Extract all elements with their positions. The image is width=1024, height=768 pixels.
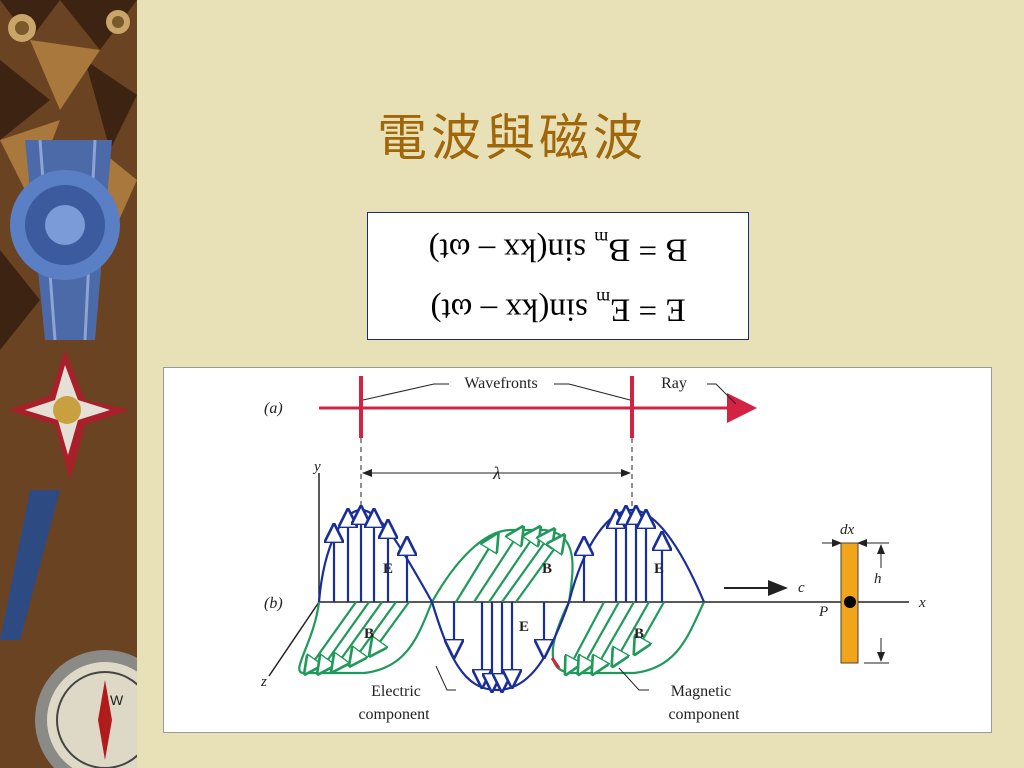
- wavefronts-label: Wavefronts: [464, 375, 537, 392]
- e-field-label: E: [383, 561, 393, 577]
- equation-e-lhs: E: [665, 291, 686, 328]
- point-p: [844, 596, 856, 608]
- magnetic-component-line2: component: [668, 706, 740, 723]
- part-a-label: (a): [264, 400, 283, 417]
- e-field-label: E: [519, 619, 529, 635]
- z-axis-label: z: [260, 674, 267, 690]
- equation-box: B = Bm sin(kx – ωt) E = Em sin(kx – ωt): [367, 212, 749, 340]
- equation-e-amplitude: E: [610, 291, 631, 328]
- equation-b-subscript: m: [594, 228, 609, 248]
- electric-component-line2: component: [358, 706, 430, 723]
- compass-icon: W: [35, 650, 137, 768]
- p-label: P: [818, 604, 828, 620]
- part-b-label: (b): [264, 595, 283, 612]
- magnetic-pointer: [618, 667, 649, 691]
- slide-title: 電波與磁波: [377, 109, 647, 167]
- b-field-label: B: [634, 626, 644, 642]
- lambda-label: λ: [492, 463, 501, 483]
- equation-b-amplitude: B: [608, 231, 631, 268]
- magnetic-field-equation: B = Bm sin(kx – ωt): [428, 228, 688, 268]
- b-field-label: B: [364, 626, 374, 642]
- c-label: c: [798, 580, 805, 596]
- wavefront-pointer: [362, 383, 449, 401]
- medal-icon: [8, 170, 130, 480]
- electric-field-equation: E = Em sin(kx – ωt): [430, 288, 686, 328]
- wavefront-pointer: [554, 383, 631, 401]
- em-wave-figure: (a) Wavefronts Ray λ (b) y x z: [163, 367, 992, 733]
- electric-component-line1: Electric: [371, 683, 421, 700]
- electric-field-arrows: [334, 514, 662, 684]
- e-field-label: E: [654, 561, 664, 577]
- equation-e-subscript: m: [596, 288, 611, 308]
- z-axis: [268, 601, 320, 677]
- magnetic-field-arrows: [309, 533, 665, 668]
- x-axis-label: x: [918, 595, 926, 611]
- sidebar-decoration: W: [0, 0, 137, 768]
- dx-label: dx: [840, 522, 855, 538]
- electric-pointer: [435, 665, 456, 691]
- magnetic-component-tick: [550, 657, 561, 669]
- bolt-icon: [8, 10, 130, 42]
- equation-e-rhs: sin(kx – ωt): [430, 291, 588, 328]
- equation-b-rhs: sin(kx – ωt): [428, 231, 586, 268]
- b-field-label: B: [542, 561, 552, 577]
- y-axis-label: y: [312, 459, 321, 475]
- h-label: h: [874, 571, 882, 587]
- svg-text:W: W: [110, 692, 124, 708]
- equation-b-lhs: B: [665, 231, 688, 268]
- magnetic-component-line1: Magnetic: [671, 683, 731, 700]
- ray-label: Ray: [661, 375, 687, 392]
- ray-pointer: [707, 383, 737, 405]
